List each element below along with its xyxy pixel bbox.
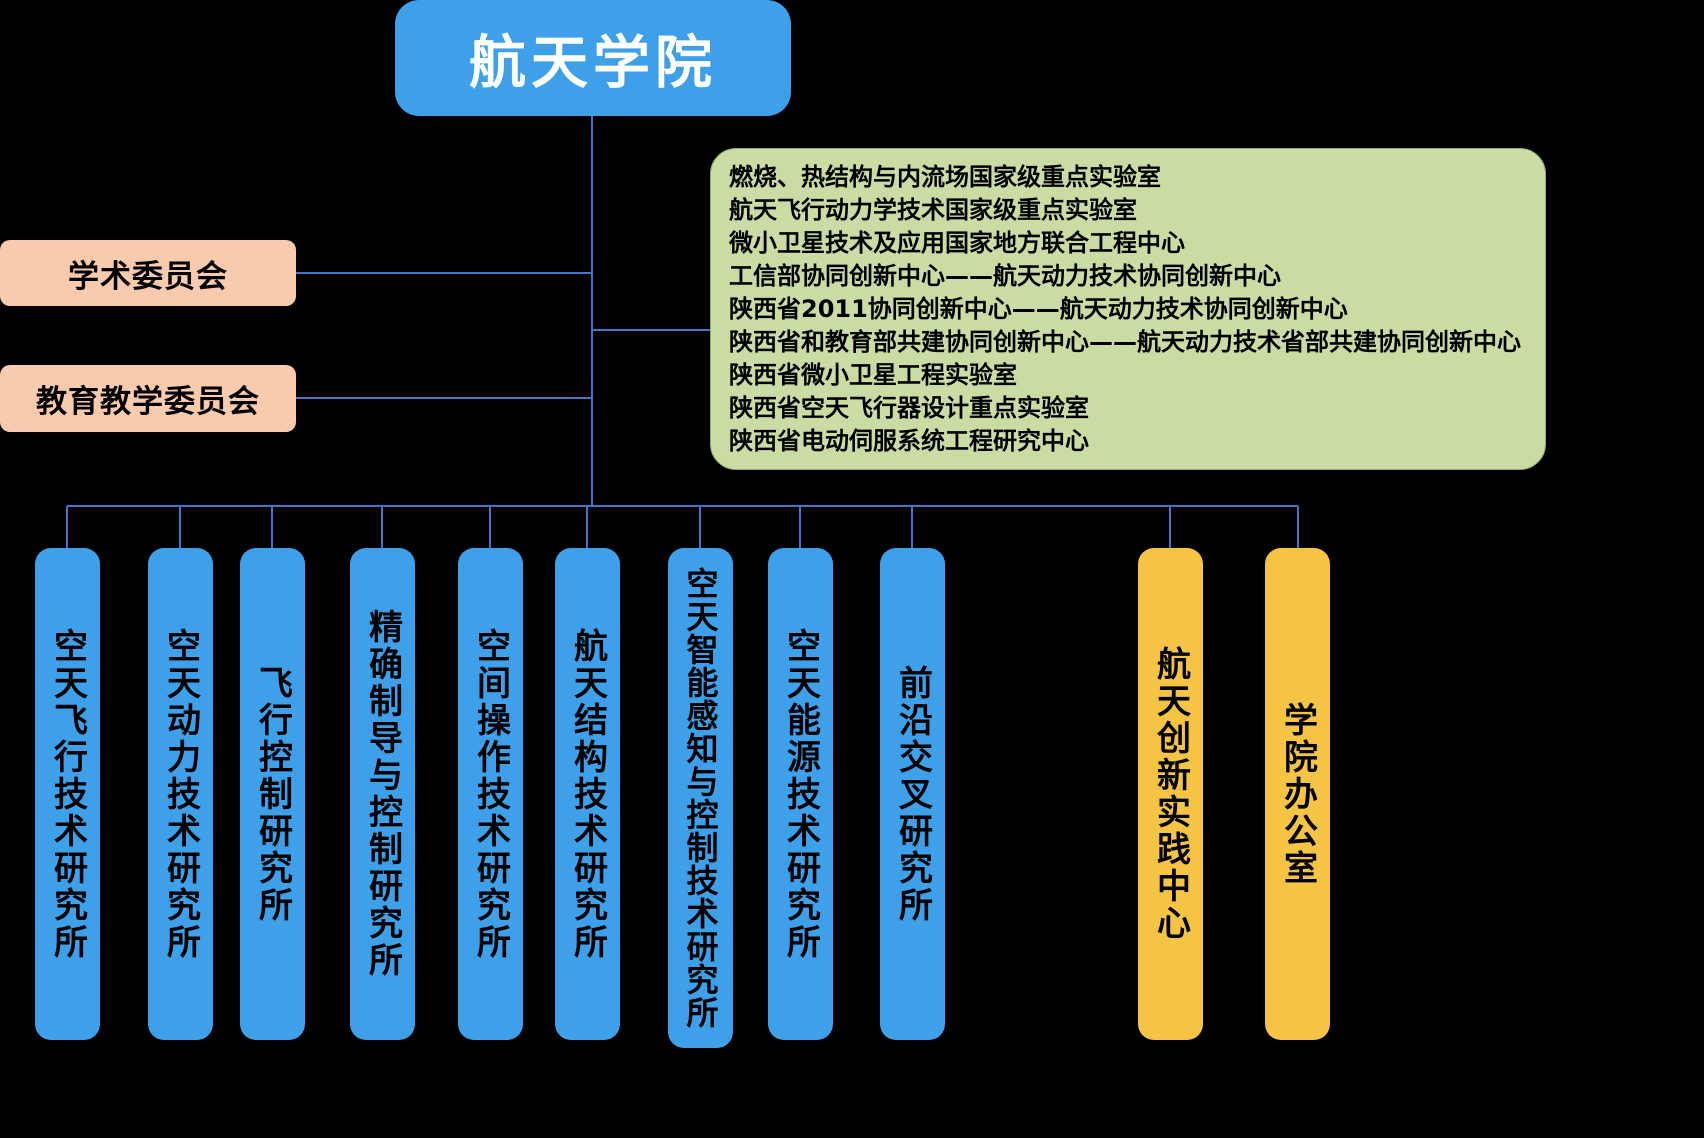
college-title: 航天学院	[469, 30, 717, 96]
department-box: 航天结构技术研究所	[555, 548, 620, 1040]
department-label: 空天能源技术研究所	[780, 627, 821, 961]
committee-box-academic: 学术委员会	[0, 240, 296, 306]
department-label: 航天结构技术研究所	[567, 627, 608, 961]
lab-item: 微小卫星技术及应用国家地方联合工程中心	[729, 228, 1185, 257]
college-title-box: 航天学院	[395, 0, 791, 116]
lab-item: 陕西省2011协同创新中心——航天动力技术协同创新中心	[729, 294, 1348, 323]
department-box: 学院办公室	[1265, 548, 1330, 1040]
department-label: 航天创新实践中心	[1150, 646, 1191, 942]
department-label: 精确制导与控制研究所	[362, 609, 403, 979]
department-label: 空间操作技术研究所	[470, 627, 511, 961]
lab-item: 航天飞行动力学技术国家级重点实验室	[729, 195, 1137, 224]
department-label: 学院办公室	[1277, 701, 1318, 887]
department-box: 航天创新实践中心	[1138, 548, 1203, 1040]
department-box: 精确制导与控制研究所	[350, 548, 415, 1040]
department-label: 空天动力技术研究所	[160, 627, 201, 961]
committee-label: 教育教学委员会	[36, 384, 260, 420]
labs-panel: 燃烧、热结构与内流场国家级重点实验室 航天飞行动力学技术国家级重点实验室 微小卫…	[710, 148, 1546, 470]
lab-item: 陕西省和教育部共建协同创新中心——航天动力技术省部共建协同创新中心	[729, 327, 1521, 356]
lab-item: 陕西省微小卫星工程实验室	[729, 360, 1017, 389]
department-label: 空天飞行技术研究所	[47, 627, 88, 961]
department-box: 空天能源技术研究所	[768, 548, 833, 1040]
lab-item: 燃烧、热结构与内流场国家级重点实验室	[729, 162, 1161, 191]
lab-item: 陕西省电动伺服系统工程研究中心	[729, 426, 1089, 455]
department-box: 飞行控制研究所	[240, 548, 305, 1040]
committee-box-education: 教育教学委员会	[0, 365, 296, 432]
department-box: 空天智能感知与控制技术研究所	[668, 548, 733, 1048]
department-label: 飞行控制研究所	[252, 664, 293, 924]
department-label: 前沿交叉研究所	[892, 664, 933, 924]
department-box: 空间操作技术研究所	[458, 548, 523, 1040]
department-box: 空天动力技术研究所	[148, 548, 213, 1040]
department-label: 空天智能感知与控制技术研究所	[681, 567, 720, 1029]
lab-item: 陕西省空天飞行器设计重点实验室	[729, 393, 1089, 422]
lab-item: 工信部协同创新中心——航天动力技术协同创新中心	[729, 261, 1281, 290]
department-box: 前沿交叉研究所	[880, 548, 945, 1040]
department-box: 空天飞行技术研究所	[35, 548, 100, 1040]
committee-label: 学术委员会	[68, 258, 228, 295]
